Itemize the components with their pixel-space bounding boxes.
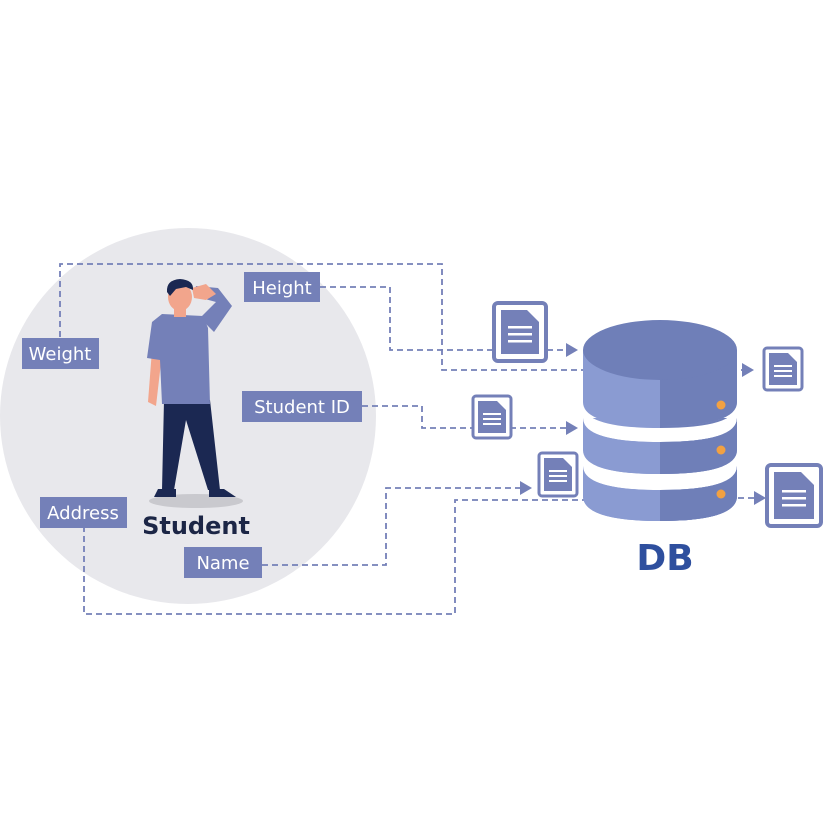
field-label-name: Name bbox=[184, 547, 262, 578]
student-person-icon bbox=[147, 279, 243, 508]
field-label-student-id-text: Student ID bbox=[254, 397, 350, 418]
document-icon bbox=[492, 301, 548, 363]
student-caption: Student bbox=[142, 512, 250, 540]
db-indicator-2 bbox=[716, 445, 726, 455]
student-arm-left bbox=[148, 350, 162, 406]
field-label-weight-text: Weight bbox=[29, 344, 92, 365]
document-icon bbox=[765, 463, 823, 528]
arrow-weight bbox=[742, 363, 754, 377]
document-icon bbox=[537, 451, 579, 498]
connector-student-id bbox=[362, 405, 570, 429]
field-label-student-id: Student ID bbox=[242, 391, 362, 422]
db-caption: DB bbox=[636, 538, 693, 579]
arrow-height bbox=[566, 343, 578, 357]
student-shoe-right bbox=[209, 489, 236, 497]
arrowheads bbox=[520, 343, 766, 505]
document-icon bbox=[471, 394, 513, 440]
student-hand-raised bbox=[192, 284, 216, 300]
arrow-db-output bbox=[754, 491, 766, 505]
database-icon bbox=[583, 320, 737, 521]
field-label-height: Height bbox=[244, 272, 320, 302]
db-separator-2 bbox=[583, 450, 737, 490]
connector-height bbox=[320, 286, 566, 351]
db-indicator-1 bbox=[716, 400, 726, 410]
field-label-address-text: Address bbox=[47, 503, 119, 524]
field-label-address: Address bbox=[40, 497, 127, 528]
student-shadow bbox=[149, 494, 243, 508]
db-tier-middle-top-shade bbox=[660, 418, 737, 474]
db-separator-1 bbox=[583, 404, 737, 442]
db-top bbox=[583, 320, 737, 380]
document-icon bbox=[762, 346, 804, 392]
db-tier-bottom-top-shade bbox=[660, 466, 737, 521]
field-label-name-text: Name bbox=[196, 553, 249, 574]
field-label-weight: Weight bbox=[22, 338, 99, 369]
student-shoe-left bbox=[154, 489, 176, 497]
field-label-height-text: Height bbox=[252, 278, 312, 299]
connector-name bbox=[262, 487, 522, 566]
db-indicator-3 bbox=[716, 489, 726, 499]
arrow-student-id bbox=[566, 421, 578, 435]
student-legs bbox=[162, 400, 220, 490]
student-shirt bbox=[147, 314, 210, 404]
connector-weight bbox=[59, 263, 742, 371]
arrow-name bbox=[520, 481, 532, 495]
student-hair bbox=[166, 279, 194, 296]
